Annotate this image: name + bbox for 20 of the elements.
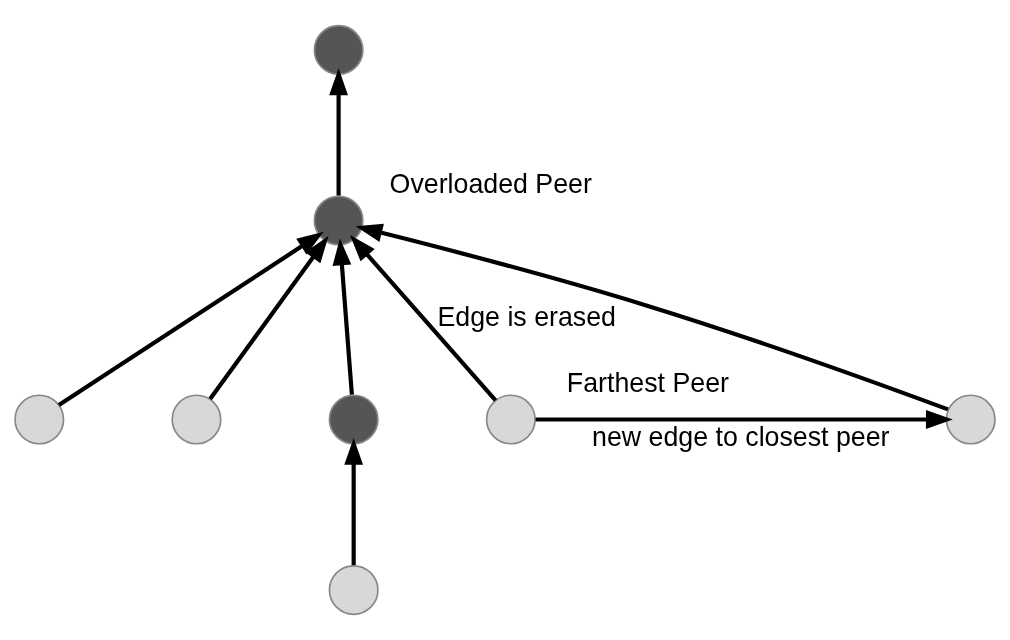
arrow — [208, 236, 329, 401]
arrow — [355, 223, 949, 412]
node-circle — [485, 394, 536, 445]
node-circle — [171, 394, 222, 445]
arrow — [57, 231, 324, 407]
arrow — [349, 235, 498, 402]
node-label: Farthest Peer — [566, 368, 729, 399]
node-circle — [328, 565, 379, 616]
node-circle — [328, 394, 379, 445]
arrow — [332, 238, 354, 395]
edge-label: Edge is erased — [437, 302, 616, 333]
node-circle — [313, 195, 364, 246]
arrow — [535, 410, 953, 429]
arrow — [329, 68, 348, 196]
node-circle — [313, 24, 364, 75]
node-circle — [14, 394, 65, 445]
node-circle — [945, 394, 996, 445]
edge-label: new edge to closest peer — [592, 421, 890, 452]
arrow — [344, 437, 364, 566]
node-label: Overloaded Peer — [389, 169, 592, 200]
